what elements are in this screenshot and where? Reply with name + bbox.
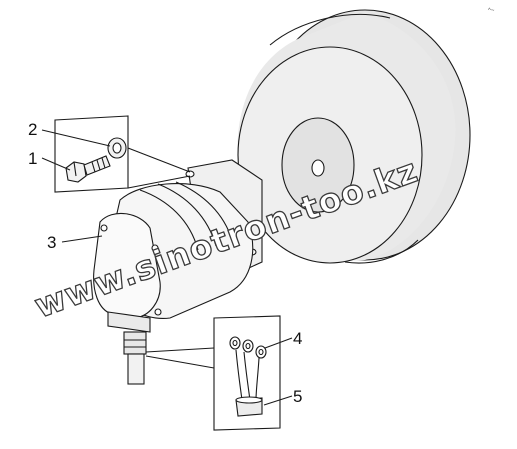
bolt xyxy=(65,155,111,183)
wire-harness xyxy=(229,336,267,417)
callout-leaders xyxy=(41,129,293,406)
corner-mark: ^~ xyxy=(488,8,495,14)
pump-body xyxy=(93,159,263,385)
callout-1: 1 xyxy=(28,149,37,168)
callout-3: 3 xyxy=(47,233,56,252)
washer xyxy=(107,137,127,159)
callout-2: 2 xyxy=(28,120,37,139)
flywheel-housing xyxy=(237,9,471,264)
callout-5: 5 xyxy=(293,387,302,406)
callout-4: 4 xyxy=(293,329,302,348)
